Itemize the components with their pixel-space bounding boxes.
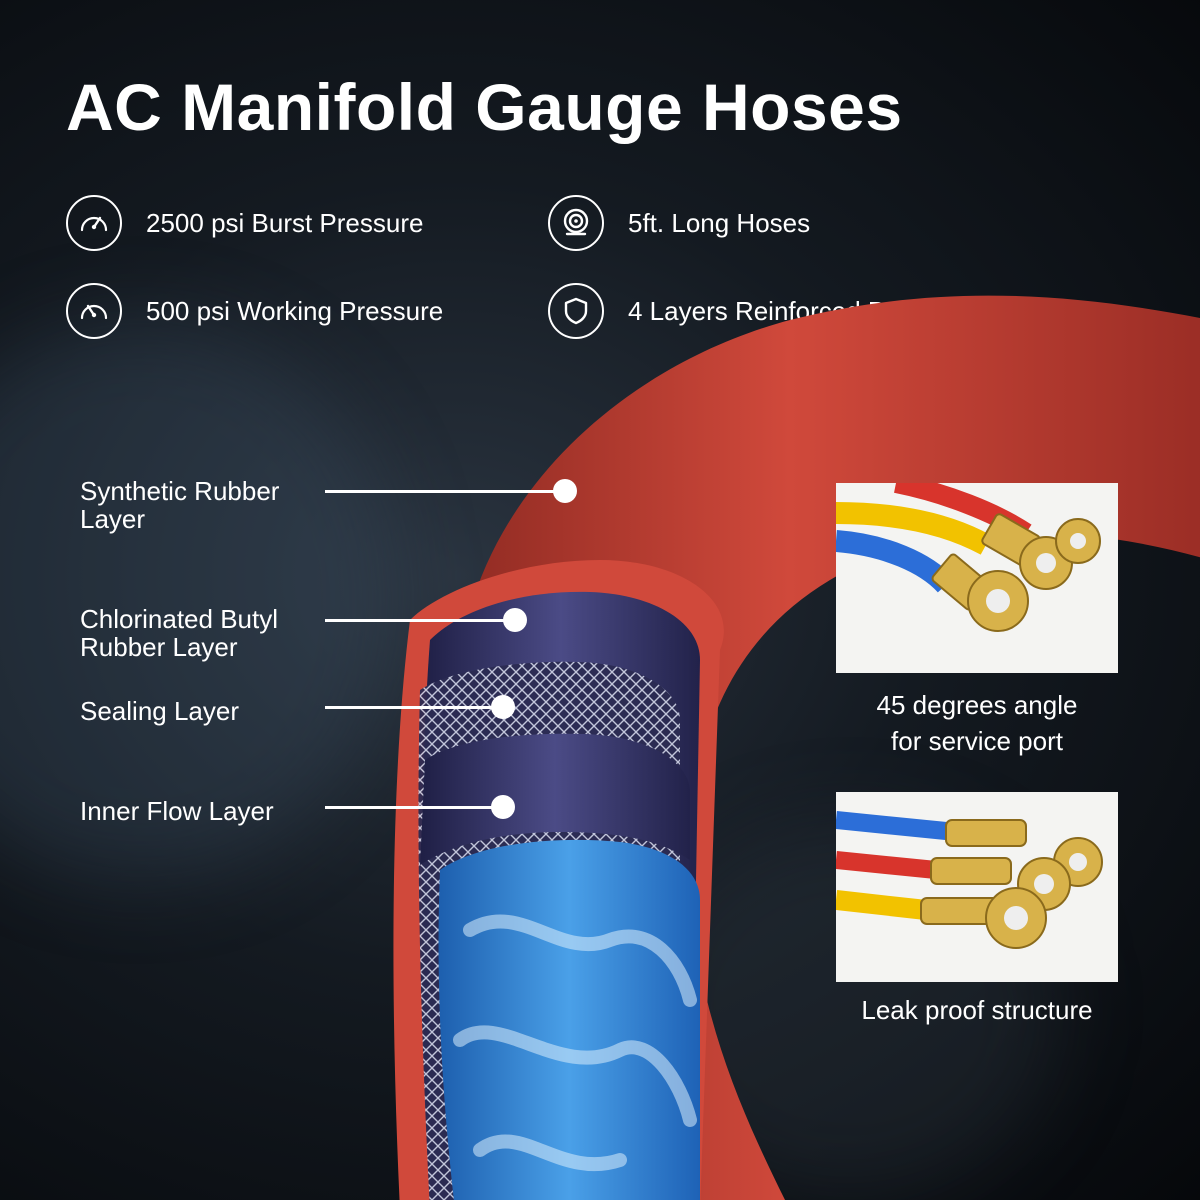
callout-dot (553, 479, 577, 503)
page-title: AC Manifold Gauge Hoses (66, 70, 903, 144)
callout-label-inner-flow: Inner Flow Layer (80, 796, 274, 826)
feature-working-pressure: 500 psi Working Pressure (66, 283, 443, 339)
feature-text: 5ft. Long Hoses (628, 207, 811, 238)
photo-caption: Leak proof structure (861, 995, 1093, 1025)
shield-icon (548, 283, 604, 339)
callout-line (325, 806, 503, 809)
callout-line (325, 490, 565, 493)
flow-swirl (453, 914, 697, 1172)
callout-label-synthetic-rubber: Synthetic Rubber Layer (80, 476, 280, 534)
feature-hose-length: 5ft. Long Hoses (548, 195, 810, 251)
speedometer-icon (66, 195, 122, 251)
feature-text: 2500 psi Burst Pressure (146, 207, 424, 238)
photo-service-port-fittings (836, 483, 1118, 673)
sealing-band (420, 733, 690, 865)
background-glow (0, 320, 400, 880)
callout-line (325, 706, 503, 709)
callout-line (325, 619, 515, 622)
photo-caption: 45 degrees angle for service port (876, 690, 1078, 756)
callout-dot (491, 695, 515, 719)
hose-coil-icon (548, 195, 604, 251)
callout-label-sealing: Sealing Layer (80, 696, 239, 726)
callout-dot (503, 608, 527, 632)
photo-leak-proof-fittings (836, 792, 1118, 982)
feature-burst-pressure: 2500 psi Burst Pressure (66, 195, 423, 251)
callout-label-chlorinated-butyl: Chlorinated Butyl Rubber Layer (80, 604, 278, 662)
pressure-gauge-icon (66, 283, 122, 339)
feature-text: 500 psi Working Pressure (146, 295, 444, 326)
callout-dot (491, 795, 515, 819)
